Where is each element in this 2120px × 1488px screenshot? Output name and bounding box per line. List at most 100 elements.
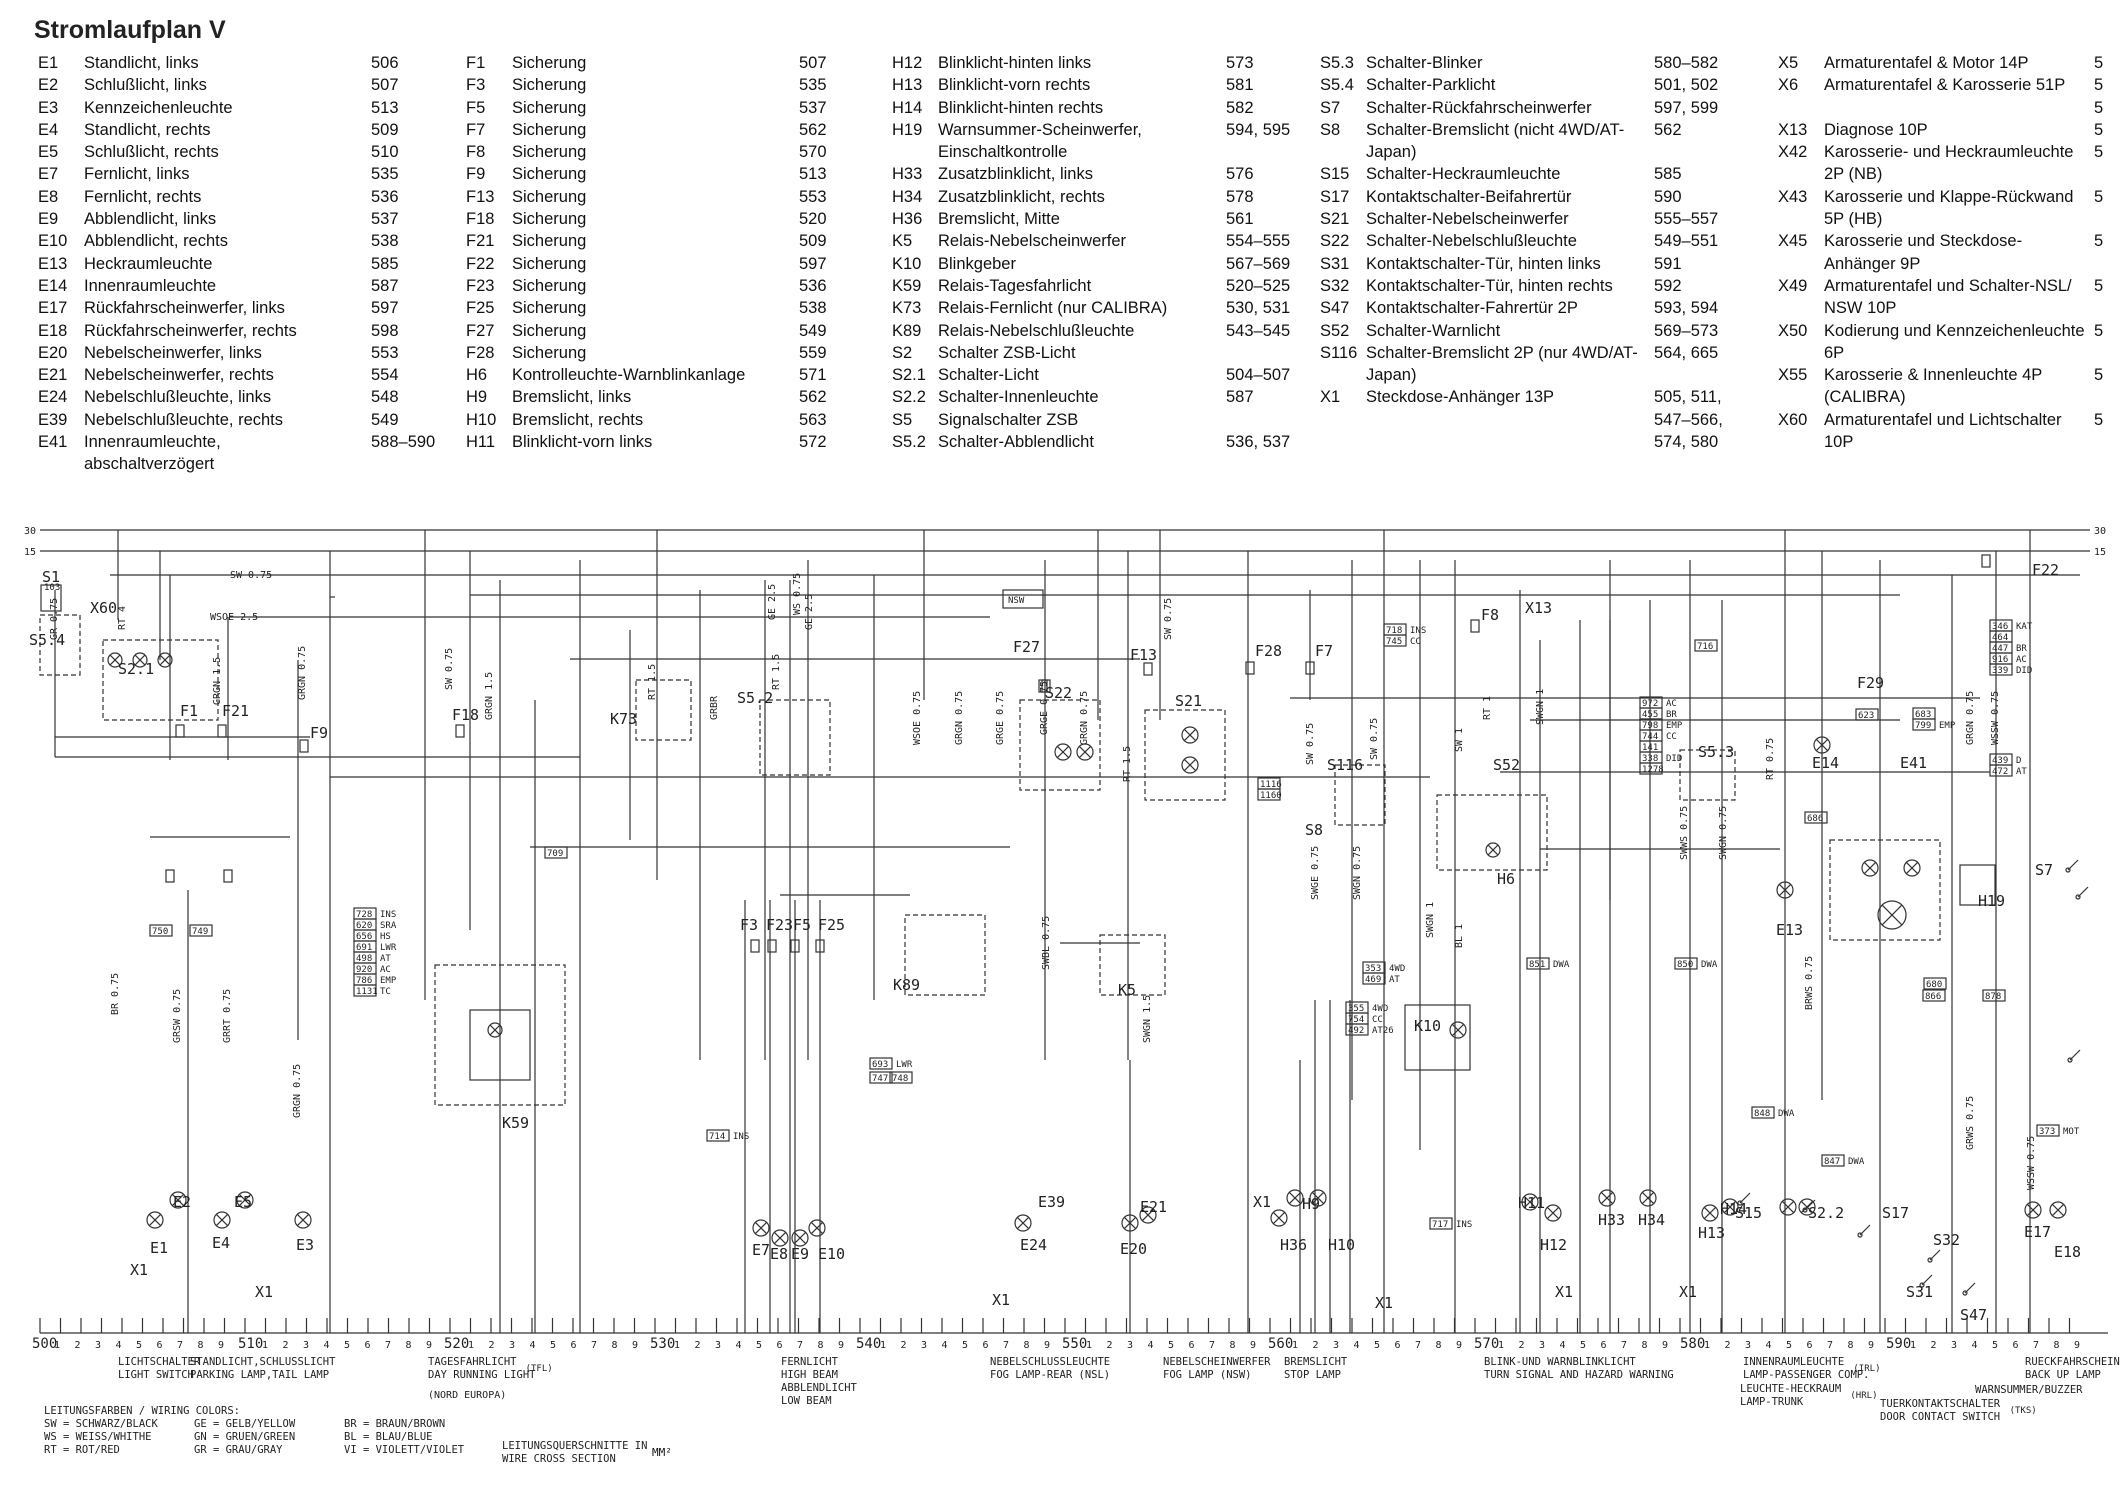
bus-subnumber: 2 [1107,1340,1113,1351]
component-label: S17 [1882,1204,1909,1222]
legend-code: H10 [466,410,497,429]
section-caption-en: DOOR CONTACT SWITCH [1880,1411,2000,1423]
code-box-number: 464 [1992,633,2008,643]
legend-code: S52 [1320,321,1350,340]
legend-description: Kontaktschalter-Tür, hinten links [1366,254,1601,273]
code-box-number: 850 [1677,960,1693,970]
k10-icon [1449,1021,1467,1039]
legend-code: K5 [892,232,913,251]
code-box [1694,639,1718,652]
wire-label: SWWS 0.75 [1679,806,1690,860]
legend-code: H36 [892,210,923,229]
legend-code: F7 [466,120,486,139]
fuse-icon [750,939,760,953]
legend-description: Sicherung [512,143,587,162]
legend-description: Fernlicht, rechts [84,187,202,206]
bus-subnumber: 9 [1250,1340,1256,1351]
code-box-number: 749 [192,927,208,937]
code-box [149,924,173,937]
code-box-number: 750 [152,927,168,937]
code-box [1989,663,2013,676]
legend-page: 530, 531 [1226,299,1291,318]
bus-subnumber: 9 [2074,1340,2080,1351]
bus-subnumber: 7 [1003,1340,1009,1351]
bus-subnumber: 2 [1931,1340,1937,1351]
component-label: F27 [1013,638,1040,656]
legend-description: Armaturentafel & Motor 14P [1824,54,2029,72]
wire-label: SWGN 1 [1535,689,1546,725]
legend-code: X50 [1778,321,1808,340]
legend-code: S47 [1320,299,1350,318]
component-label: E9 [791,1245,809,1263]
code-box-number: 683 [1915,710,1931,720]
legend-description: Kontaktschalter-Fahrertür 2P [1366,299,1578,318]
component-label: H36 [1280,1236,1307,1254]
legend-description: Schalter-Nebelschlußleuchte [1366,232,1577,251]
section-caption-extra: (TKS) [2010,1406,2037,1416]
page-title: Stromlaufplan V [34,16,226,44]
bus-subnumber: 8 [818,1340,824,1351]
legend-description: Relais-Fernlicht (nur CALIBRA) [938,299,1168,318]
bus-subnumber: 3 [509,1340,515,1351]
fuse-icon [175,724,185,738]
code-box-number: 373 [2039,1127,2055,1137]
legend-page: 572 [799,433,827,452]
lamp-cross [1141,1208,1155,1222]
H19-box [1959,864,1996,906]
component-label: NSW [1008,596,1025,606]
code-box-note: LWR [380,943,397,953]
bus-number: 530 [650,1336,675,1352]
legend-page: 559 [799,343,827,362]
wc-gr: GR = GRAU/GRAY [194,1444,283,1456]
bus-subnumber: 2 [1313,1340,1319,1351]
bus-subnumber: 9 [218,1340,224,1351]
component-label: E21 [1140,1198,1167,1216]
bus-number: 580 [1680,1336,1705,1352]
code-box-number: 786 [356,976,372,986]
legend-page: 591 [1654,254,1682,273]
section-caption-extra: (TFL) [526,1364,553,1374]
component-label: S32 [1933,1231,1960,1249]
code-box-number: 439 [1992,756,2008,766]
wire-label: GRGN 1.5 [212,657,223,705]
legend-description: Kontaktschalter-Tür, hinten rechts [1366,276,1613,295]
component-label: F8 [1481,606,1499,624]
legend-description: Schalter-Innenleuchte [938,388,1099,407]
section-caption-de: LICHTSCHALTER [118,1356,201,1368]
component-label: K10 [1414,1017,1441,1035]
bus-number: 550 [1062,1336,1087,1352]
bus-subnumber: 5 [756,1340,762,1351]
code-box-number: 686 [1807,814,1823,824]
legend-description: Sicherung [512,276,587,295]
code-box [2036,1124,2060,1137]
legend-code: S15 [1320,165,1350,184]
code-box-note: AC [380,965,391,975]
legend-page: 538 [371,232,399,251]
component-label: S5.4 [29,631,65,649]
legend-code: E9 [38,210,59,229]
component-label: X1 [1679,1283,1697,1301]
bus-subnumber: 5 [344,1340,350,1351]
legend-code: H11 [466,433,496,452]
lamp-icon [2049,1201,2067,1219]
code-box-number: 346 [1992,622,2008,632]
wire-label: RT 1 [1482,696,1493,720]
code-box-note: 4WD [1389,964,1405,974]
lamp-icon [1598,1189,1616,1207]
